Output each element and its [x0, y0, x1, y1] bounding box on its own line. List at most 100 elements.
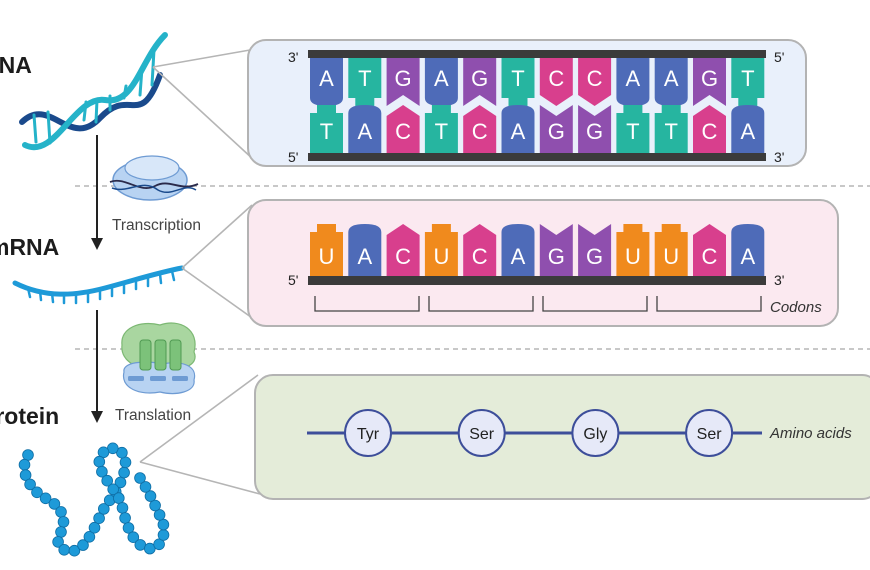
dna-top-base: C [578, 58, 612, 106]
svg-text:G: G [395, 66, 412, 91]
svg-text:C: C [587, 66, 603, 91]
svg-text:C: C [395, 119, 411, 144]
dna-bottom-base: T [654, 105, 688, 153]
svg-text:U: U [433, 244, 449, 269]
dna-helix-icon [19, 32, 168, 151]
dna-top-base: T [501, 58, 535, 106]
svg-text:G: G [471, 66, 488, 91]
mrna-base: U [654, 224, 688, 276]
dna-bottom-base: T [424, 105, 458, 153]
svg-text:C: C [702, 244, 718, 269]
svg-text:T: T [511, 66, 524, 91]
dna-top-base: A [616, 58, 650, 106]
svg-text:U: U [625, 244, 641, 269]
dna-top-base: A [654, 58, 688, 106]
svg-text:A: A [357, 244, 372, 269]
dna-top-base: G [463, 58, 497, 106]
dna-top-base: A [310, 58, 343, 106]
svg-text:G: G [548, 244, 565, 269]
mrna-base: C [463, 224, 497, 276]
mrna-base: C [693, 224, 726, 276]
svg-text:A: A [740, 244, 755, 269]
dna-top-base: A [424, 58, 458, 106]
mrna-base: C [386, 224, 420, 276]
svg-text:C: C [548, 66, 564, 91]
amino-acid-node: Ser [457, 409, 506, 457]
transcription-label: Transcription [112, 217, 201, 234]
dna-top-base: T [731, 58, 765, 106]
codon-bracket [314, 296, 420, 312]
amino-acid-node: Tyr [344, 409, 392, 457]
dna-top-base: C [539, 58, 573, 106]
mrna-base: A [501, 224, 535, 276]
dna-top-left-end: 3' [288, 49, 298, 65]
svg-text:U: U [319, 244, 335, 269]
mrna-base: G [578, 224, 612, 276]
svg-text:T: T [320, 119, 333, 144]
dna-top-base: T [348, 58, 382, 106]
svg-text:A: A [434, 66, 449, 91]
amino-acid-node: Ser [685, 409, 734, 457]
svg-text:A: A [740, 119, 755, 144]
dna-top-backbone [308, 50, 766, 58]
svg-text:T: T [435, 119, 448, 144]
rna-polymerase-icon [109, 155, 199, 201]
mrna-base: A [348, 224, 382, 276]
dna-bottom-backbone [308, 153, 766, 161]
dna-top-base: G [386, 58, 420, 106]
svg-text:T: T [358, 66, 371, 91]
svg-text:G: G [586, 119, 603, 144]
svg-text:A: A [626, 66, 641, 91]
mrna-base: U [310, 224, 343, 276]
mrna-base: U [424, 224, 458, 276]
dna-bottom-right-end: 3' [774, 149, 784, 165]
amino-acids-label: Amino acids [769, 425, 852, 442]
dna-bottom-base: T [310, 105, 343, 153]
dna-bottom-base: C [386, 105, 420, 153]
mrna-base: A [731, 224, 765, 276]
svg-text:Ser: Ser [469, 426, 495, 443]
dna-bottom-base: A [501, 105, 535, 153]
svg-text:A: A [357, 119, 372, 144]
svg-text:A: A [511, 244, 526, 269]
mrna-stage-label: mRNA [0, 234, 59, 260]
svg-text:A: A [664, 66, 679, 91]
svg-text:Ser: Ser [697, 426, 723, 443]
svg-text:C: C [395, 244, 411, 269]
callout-lines [139, 49, 261, 495]
dna-bottom-base: C [463, 105, 497, 153]
svg-text:Gly: Gly [583, 426, 607, 443]
codon-brackets [314, 296, 762, 312]
svg-text:Tyr: Tyr [357, 426, 380, 443]
svg-text:G: G [701, 66, 718, 91]
ribosome-icon [121, 322, 196, 395]
dna-bottom-base: A [731, 105, 765, 153]
protein-chain-icon [18, 442, 170, 557]
dna-stage-label: DNA [0, 52, 32, 78]
codons-label: Codons [770, 299, 822, 316]
dna-bottom-base: T [616, 105, 650, 153]
dna-bottom-left-end: 5' [288, 149, 298, 165]
mrna-strand-icon [12, 265, 185, 305]
svg-text:C: C [472, 244, 488, 269]
mrna-base: G [539, 224, 573, 276]
protein-stage-label: Protein [0, 403, 59, 429]
svg-text:T: T [664, 119, 677, 144]
mrna-base: U [616, 224, 650, 276]
codon-bracket [428, 296, 534, 312]
codon-bracket [542, 296, 648, 312]
amino-acid-chain: Tyr Ser Gly Ser [344, 409, 734, 457]
dna-bottom-base: A [348, 105, 382, 153]
translation-label: Translation [115, 407, 191, 424]
dna-top-right-end: 5' [774, 49, 784, 65]
dna-top-base: G [693, 58, 726, 106]
svg-text:A: A [319, 66, 334, 91]
amino-acid-node: Gly [571, 409, 620, 457]
transcription-arrow [91, 135, 103, 250]
svg-text:G: G [548, 119, 565, 144]
svg-text:T: T [626, 119, 639, 144]
svg-text:C: C [702, 119, 718, 144]
dna-bottom-base: G [539, 105, 573, 153]
